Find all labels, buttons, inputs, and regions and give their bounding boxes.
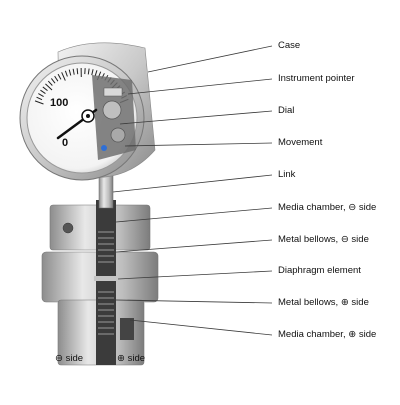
callout-case: Case [278, 41, 300, 51]
dial-tick [77, 68, 78, 74]
cutaway-channel [96, 200, 116, 365]
leader-instrument-pointer [128, 79, 272, 94]
side-label-minus: ⊖ side [55, 354, 83, 364]
callout-link: Link [278, 170, 295, 180]
leader-case [148, 46, 272, 72]
callout-instrument-pointer: Instrument pointer [278, 74, 355, 84]
callout-metal-bellows-minus: Metal bellows, ⊖ side [278, 235, 369, 245]
callout-diaphragm-element: Diaphragm element [278, 266, 361, 276]
leader-link [113, 175, 272, 192]
movement [92, 75, 136, 160]
callout-movement: Movement [278, 138, 322, 148]
callout-media-chamber-plus: Media chamber, ⊕ side [278, 330, 376, 340]
callout-media-chamber-minus: Media chamber, ⊖ side [278, 203, 376, 213]
callout-dial: Dial [278, 106, 294, 116]
screw-slot [120, 318, 134, 340]
dial-scale-100: 100 [50, 97, 68, 109]
dial-scale-0: 0 [62, 137, 68, 149]
port-hole [63, 223, 73, 233]
diaphragm-element [94, 276, 118, 281]
leader-media-chamber-plus [130, 320, 272, 335]
callout-metal-bellows-plus: Metal bellows, ⊕ side [278, 298, 369, 308]
lower-body [42, 200, 158, 365]
side-label-plus: ⊕ side [117, 354, 145, 364]
